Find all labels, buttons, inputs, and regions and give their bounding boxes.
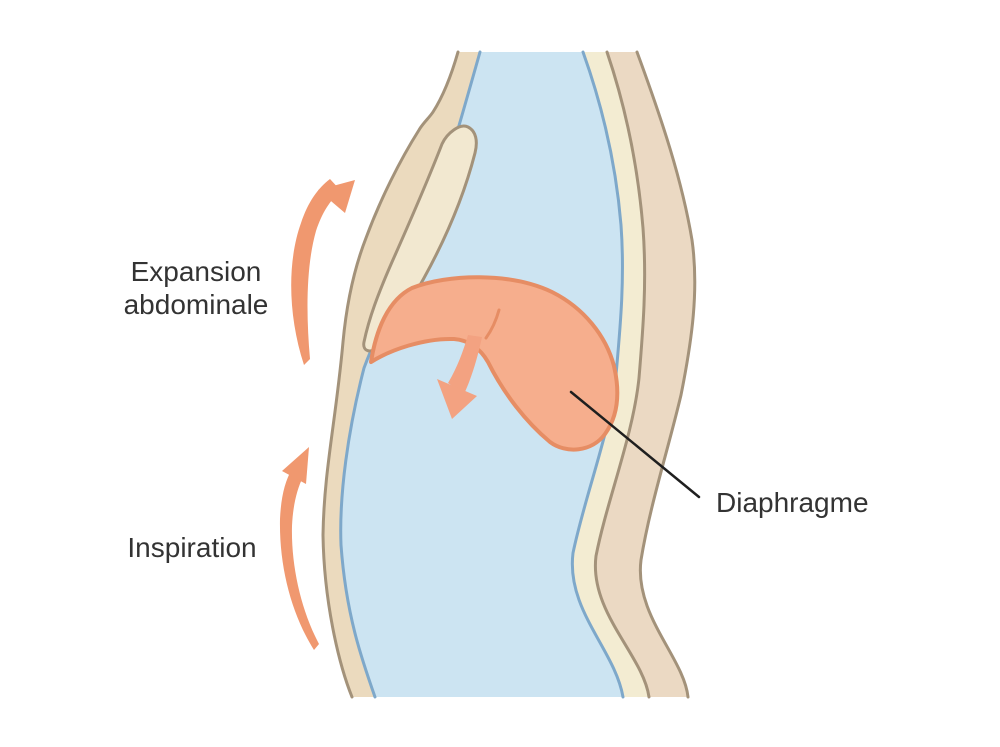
down-arrow-head	[437, 379, 477, 419]
down-arrow-shaft	[448, 335, 482, 394]
posterior-wall-outer-shape	[595, 52, 695, 697]
anterior-wall-outline	[321, 50, 460, 699]
diaphragme-label: Diaphragme	[716, 487, 869, 518]
inspiration-label: Inspiration	[127, 532, 257, 563]
diaphragm-leader-line	[569, 390, 701, 499]
posterior-wall-inner-shape	[572, 52, 649, 697]
diaphragm-crease-line	[484, 308, 501, 340]
posterior-inner-outline	[593, 50, 651, 699]
diaphragm-down-arrow-icon	[437, 335, 482, 419]
inspiration-arrow-head	[282, 447, 309, 484]
expansion-arrow-icon	[291, 179, 355, 365]
anterior-wall-segment-shape	[362, 124, 478, 353]
expansion-abdominale-label-line1: Expansion	[130, 256, 262, 287]
posterior-outer-outline	[635, 50, 697, 699]
expansion-abdominale-label-line2: abdominale	[123, 289, 269, 320]
expansion-abdominale-label: Expansion abdominale	[76, 255, 316, 321]
body-cavity-shape	[340, 52, 623, 697]
expansion-arrow-body	[291, 179, 341, 365]
inspiration-arrow-icon	[279, 447, 319, 650]
inspiration-arrow-body	[279, 469, 319, 650]
expansion-arrow-head	[318, 180, 355, 213]
anterior-wall-shape	[323, 52, 480, 697]
